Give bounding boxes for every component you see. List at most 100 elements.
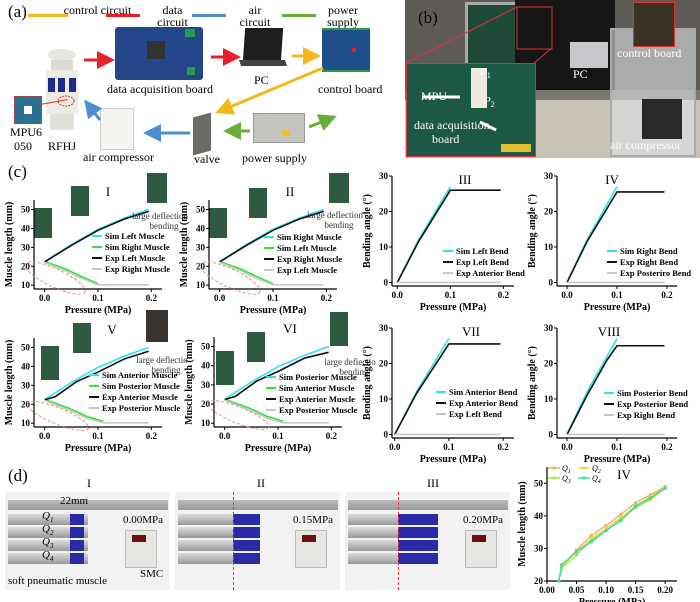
guide-tube [8,527,88,538]
data-acquisition-board-image [115,27,203,80]
y-axis-label: Bending angle (°) [527,194,538,268]
data-point [589,540,593,544]
x-tick-label: 0.2 [661,290,673,300]
y-tick-label: 0 [549,429,554,439]
x-tick-label: 0.2 [321,293,333,303]
legend-label: Exp Left Muscle [105,253,165,263]
mpu6050-sensor-image [14,96,42,124]
x-tick-label: 0.0 [561,290,573,300]
pose-thumbnail-II-2 [249,188,267,218]
muscle-test-photo-1 [5,492,170,590]
annotation-line2: bending [152,365,181,375]
legend-label: Sim Posterior Bend [617,388,688,398]
x-axis-label: Pressure (MPa) [240,305,307,316]
pose-thumbnail-II-3 [329,173,349,203]
pose-thumbnail-I-2 [71,186,89,216]
x-tick-label: 0.0 [39,431,51,441]
legend-marker [552,476,556,480]
x-tick-label: 0.1 [611,442,623,452]
x-tick-label: 0.0 [389,442,401,452]
legend-label: Sim Left Bend [456,246,509,256]
y-tick-label: 30 [21,380,31,390]
data-point [648,496,652,500]
series-line-sim-anterior-muscle [44,346,149,401]
data-point [575,550,579,554]
legend-label: Exp Anterior Muscle [279,394,355,404]
legend-line-data [106,14,140,17]
legend-line-power [282,14,316,17]
legend-label: Sim Anterior Muscle [102,370,178,380]
pneumatic-muscle [233,553,260,564]
x-tick-label: 0.2 [146,293,158,303]
p1-letter: P [480,66,487,78]
legend-label: Exp Anterior Muscle [102,392,178,402]
x-axis-label: Pressure (MPa) [65,443,132,454]
control-board-label: control board [318,82,383,96]
annotation-line2: bending [340,367,369,377]
data-point [604,524,608,528]
legend-label: Sim Right Muscle [105,242,170,252]
x-tick-label: 0.2 [146,431,158,441]
pressure-label: 0.00MPa [123,514,164,526]
y-tick-label: 50 [21,204,31,214]
data-point [604,527,608,531]
y-tick-label: 20 [544,358,554,368]
y-tick-label: 20 [21,399,31,409]
data-point [663,485,667,489]
y-tick-label: 40 [534,511,544,521]
series-line-q2 [558,487,666,582]
ruler [348,500,508,510]
guide-tube [348,514,428,525]
control-board-image [322,28,370,72]
legend-label-subscript: 3 [567,479,571,485]
y-tick-label: 30 [544,323,554,333]
pc-label: PC [254,73,269,87]
p1-subscript: 1 [486,71,491,81]
muscle-label: Q3 [42,536,54,551]
x-axis-label: Pressure (MPa) [584,302,651,313]
guide-tube [178,540,258,551]
y-axis-label: Muscle length (mm) [4,340,15,426]
x-tick-label: 0.0 [219,431,231,441]
annotation-line1: large deflection [132,211,189,221]
pose-thumbnail-V-3 [146,310,168,342]
ruler [8,500,168,510]
legend-label: Exp Posterior Muscle [279,405,357,415]
series-line-exp-left-bend [396,189,501,283]
data-point [619,515,623,519]
data-point [648,493,652,497]
pneumatic-muscle [398,553,438,564]
legend-label: Sim Posterior Muscle [279,372,357,382]
data-point [589,533,593,537]
y-tick-label: 30 [534,543,544,553]
chart-title: II [286,184,295,199]
pose-thumbnail-II-1 [209,208,227,238]
x-tick-label: 0.2 [498,442,510,452]
pressure-label: 0.15MPa [293,514,334,526]
data-point [589,538,593,542]
pressure-display [302,535,316,542]
data-point [575,553,579,557]
p2-subscript: 2 [490,100,495,110]
y-tick-label: 10 [544,394,554,404]
pose-thumbnail-V-1 [41,346,59,380]
highlight-ellipse [206,400,270,430]
legend-label: Q4 [592,474,601,485]
smc-pressure-regulator [295,530,327,568]
legend-label-data: data circuit [157,3,188,29]
power-supply-label: power supply [242,151,307,165]
series-line-exp-right-muscle [219,210,324,263]
muscle-label: Q2 [42,523,54,538]
x-tick-label: 0.1 [443,442,455,452]
data-point [619,512,623,516]
panel-d-label: (d) [8,466,28,485]
muscle-label-subscript: 1 [49,516,54,525]
x-tick-label: 0.00 [539,585,555,595]
panel-c-label: (c) [8,162,27,181]
pressure-display [132,535,146,542]
pressure-label: 0.20MPa [463,514,504,526]
